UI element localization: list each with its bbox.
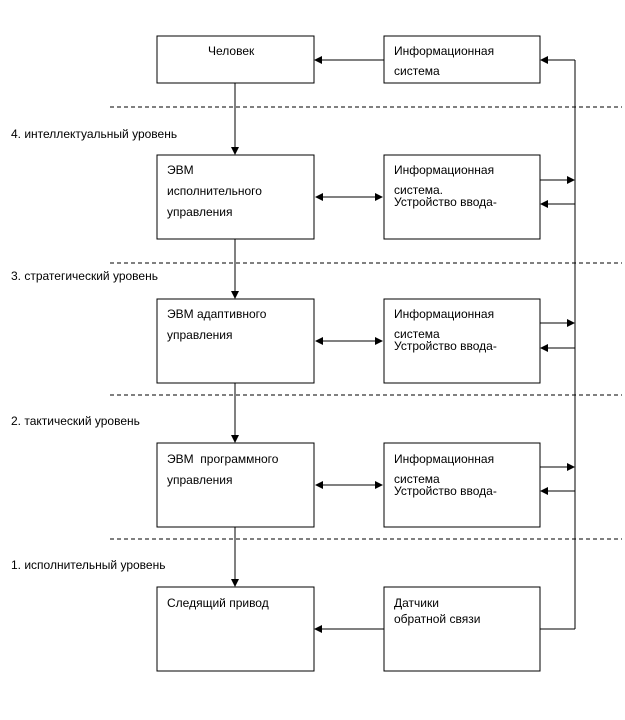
box-feedback-sensors-text: Датчики обратной связи [394,596,480,626]
level-label-intellectual: 4. интеллектуальный уровень [11,127,177,141]
level-label-executive: 1. исполнительный уровень [11,558,165,572]
box-servo-drive-text: Следящий привод [167,596,269,610]
box-computer-executive-control: ЭВМ исполнительного управления [156,154,315,240]
box-information-system-program: Информационная система Устройство ввода- [383,442,541,528]
box-information-system-top-text: Информационная система [394,44,497,78]
box-information-system-top: Информационная система [383,35,541,84]
box-servo-drive: Следящий привод [156,586,315,672]
box-feedback-sensors: Датчики обратной связи [383,586,541,672]
box-information-system-executive: Информационная система. Устройство ввода… [383,154,541,240]
box-computer-executive-control-text: ЭВМ исполнительного управления [167,163,265,219]
box-information-system-executive-text: Информационная система. Устройство ввода… [394,163,497,209]
box-computer-program-control-text: ЭВМ программного управления [167,452,302,487]
box-computer-adaptive-control: ЭВМ адаптивного управления [156,298,315,384]
box-information-system-adaptive: Информационная система Устройство ввода- [383,298,541,384]
box-human-text: Человек [208,44,255,58]
box-information-system-adaptive-text: Информационная система Устройство ввода- [394,307,497,353]
level-label-tactical: 2. тактический уровень [11,414,140,428]
box-human: Человек [156,35,315,84]
level-label-strategic: 3. стратегический уровень [11,269,158,283]
box-computer-program-control: ЭВМ программного управления [156,442,315,528]
box-information-system-program-text: Информационная система Устройство ввода- [394,452,497,498]
box-computer-adaptive-control-text: ЭВМ адаптивного управления [167,307,270,342]
